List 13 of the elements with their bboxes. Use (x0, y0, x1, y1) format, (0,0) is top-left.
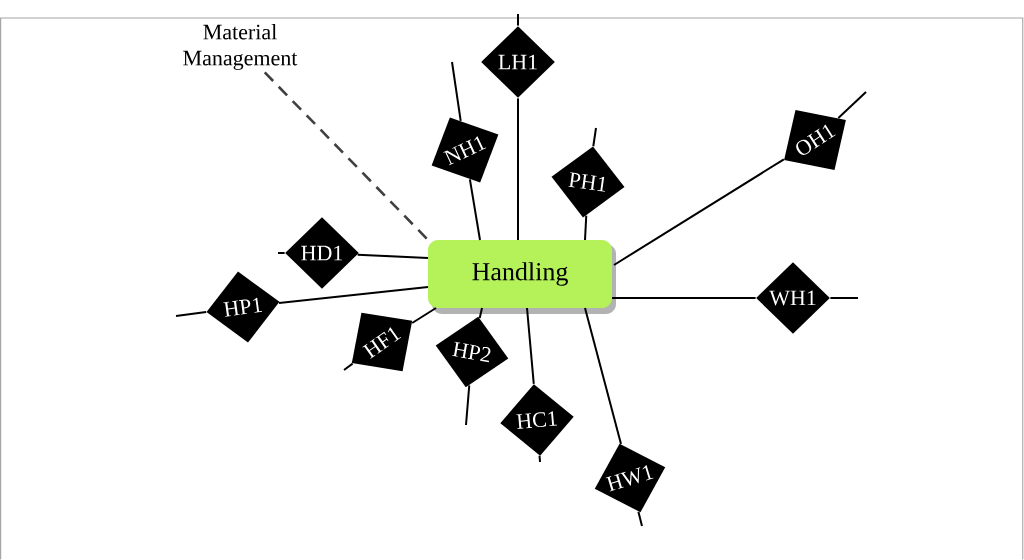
connector-line (613, 158, 785, 266)
process-box: Handling (428, 240, 616, 314)
node-label: Material Management (183, 24, 298, 70)
connector-line (468, 178, 481, 241)
connector-line (584, 307, 622, 445)
connector-line (411, 307, 437, 324)
connector-line (517, 97, 519, 241)
connector-line (611, 297, 757, 299)
connector-line (584, 214, 588, 241)
connector-line (278, 286, 429, 305)
connector-line (356, 253, 429, 259)
connector-line (526, 307, 535, 385)
connector-line (478, 307, 483, 320)
